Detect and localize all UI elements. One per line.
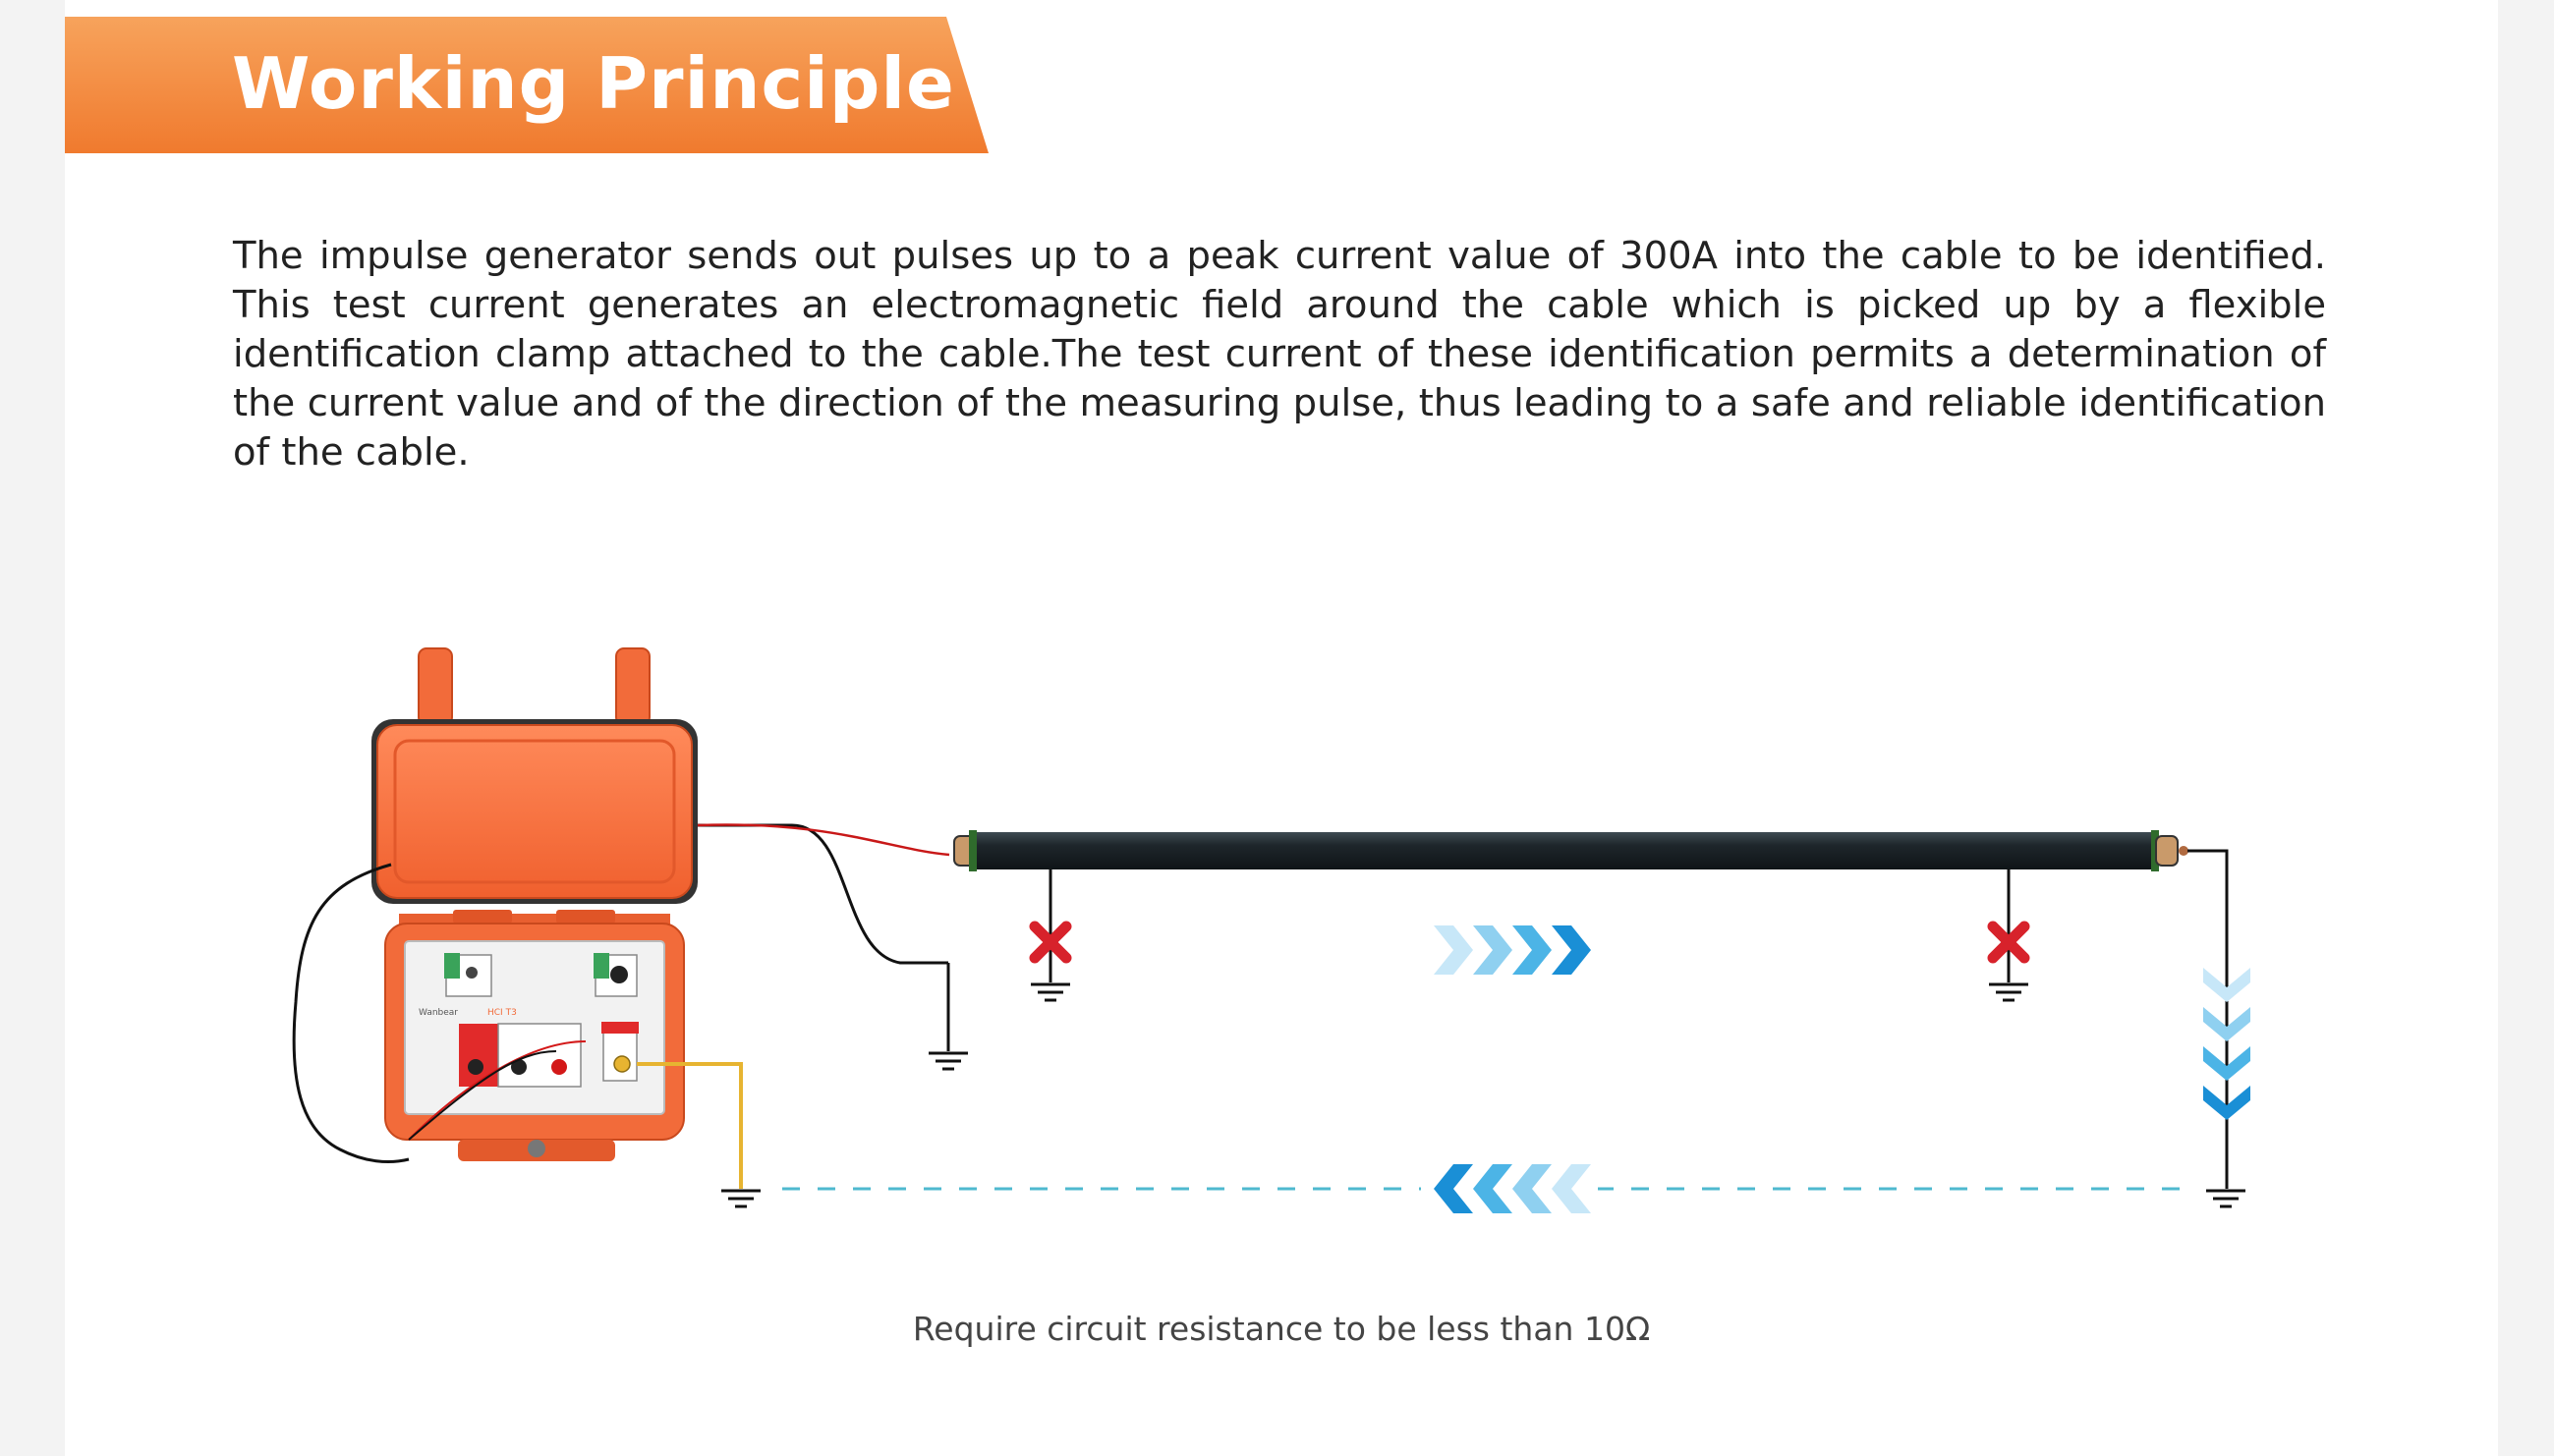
chevron-right-icon [1552, 925, 1591, 975]
chevron-left-icon [1552, 1164, 1591, 1213]
title-banner: Working Principle [65, 17, 989, 153]
cable [953, 830, 2188, 871]
chevron-down-icon [2203, 1086, 2250, 1120]
resistance-note: Require circuit resistance to be less th… [912, 1310, 1651, 1348]
page: Working Principle The impulse generator … [65, 0, 2498, 1456]
impulse-generator-device: Wanbear HCI T3 [371, 647, 698, 1161]
description-text: The impulse generator sends out pulses u… [233, 234, 2326, 475]
chevron-left-icon [1512, 1164, 1552, 1213]
isolated-ground-left [1029, 869, 1072, 1002]
chevron-down-icon [2203, 968, 2250, 1002]
connection-wires [292, 823, 950, 1189]
chevron-right-icon [1512, 925, 1552, 975]
chevron-down-icon [2203, 1046, 2250, 1081]
chevron-down-icon [2203, 1007, 2250, 1041]
working-principle-diagram: Wanbear HCI T3 [292, 647, 2250, 1213]
chevron-left-icon [1473, 1164, 1512, 1213]
cross-mark-icon [1987, 921, 2030, 964]
chevron-left-icon [1434, 1164, 1473, 1213]
ground-icon [929, 1051, 968, 1071]
current-flow-right-arrows [1434, 925, 1591, 975]
isolated-ground-right [1987, 869, 2030, 1002]
page-title: Working Principle [232, 42, 955, 125]
ground-icon [2206, 1189, 2245, 1208]
chevron-right-icon [1434, 925, 1473, 975]
cross-mark-icon [1029, 921, 1072, 964]
banner-shape [65, 17, 989, 153]
chevron-right-icon [1473, 925, 1512, 975]
current-flow-down-arrows [2203, 968, 2250, 1120]
device-model-label: HCI T3 [487, 1008, 517, 1018]
device-brand-label: Wanbear [419, 1008, 458, 1018]
current-flow-left-arrows [1421, 1164, 1598, 1213]
ground-icon [721, 1189, 761, 1208]
